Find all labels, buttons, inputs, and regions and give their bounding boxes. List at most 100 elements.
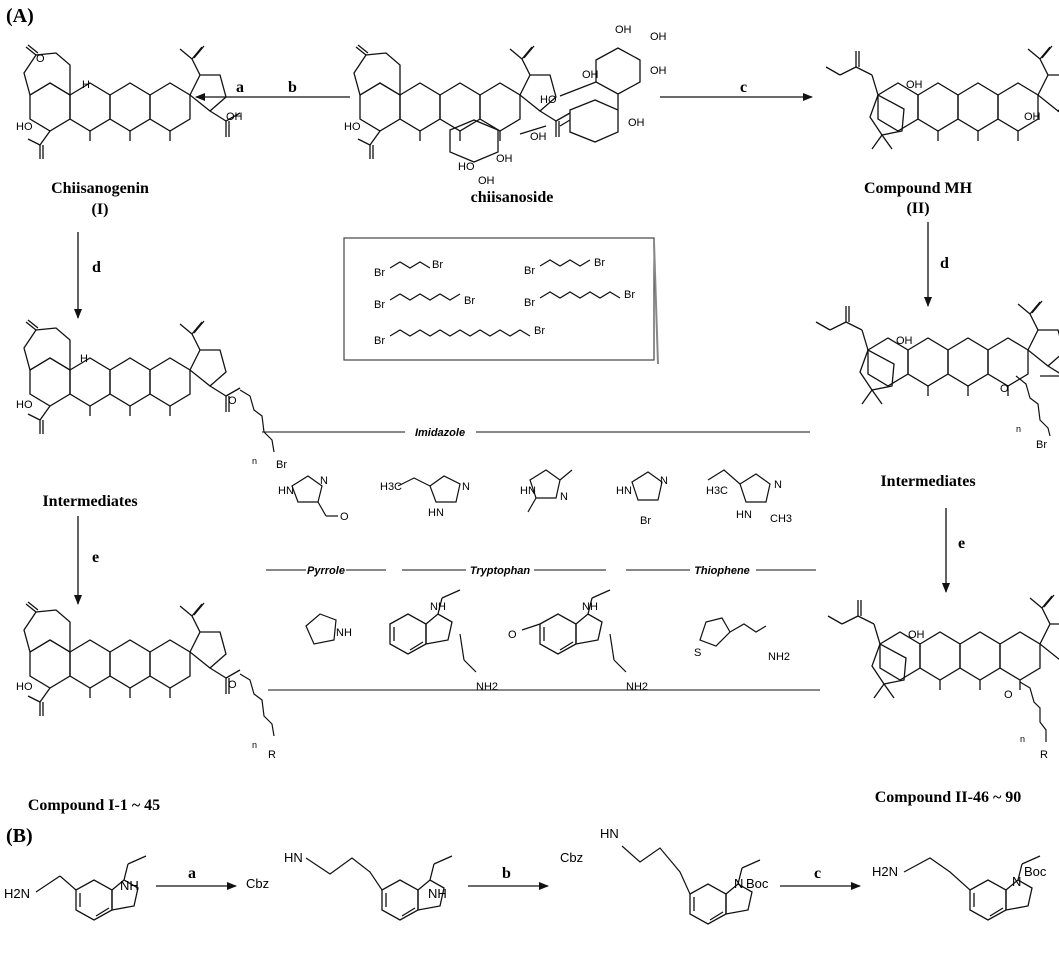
methoxy-bond (521, 623, 541, 631)
oh-s1: OH (615, 24, 632, 36)
oh-compound-ii: OH (908, 629, 925, 641)
linker-3-br-left: Br (374, 299, 385, 311)
h-label-1: H (82, 79, 90, 91)
imid4-hn: HN (616, 485, 632, 497)
linker-chains (389, 259, 621, 337)
ester-o-compound-ii: O (1004, 689, 1013, 701)
b2-nh: NH (428, 886, 447, 901)
b3-cbz: Cbz (560, 850, 583, 865)
b-cbz-boc-tryptamine (689, 859, 761, 925)
intermediates-left-label: Intermediates (42, 493, 137, 510)
b4-chain (903, 857, 971, 891)
oh-s3: OH (650, 65, 667, 77)
imid1-o: O (340, 511, 349, 523)
pyrrolidine-structure (305, 613, 337, 645)
linker-3-br-right: Br (464, 295, 475, 307)
reagent-d-right: d (940, 255, 949, 272)
oh-mh: OH (906, 79, 923, 91)
imid2-h3c: H3C (380, 481, 402, 493)
panel-b-label: (B) (6, 825, 33, 847)
oh-s6: OH (628, 117, 645, 129)
intermediate-left-structure (23, 319, 241, 435)
b3-n: N (734, 876, 743, 891)
panel-a-label: (A) (6, 5, 34, 27)
linker-1-br-left: Br (374, 267, 385, 279)
br-right-1: Br (1036, 439, 1047, 451)
compound-mh-structure (825, 45, 1059, 150)
ester-o-right-1: O (1000, 383, 1009, 395)
oh-s10: OH (478, 175, 495, 187)
b1-h2n: H2N (4, 886, 30, 901)
b1-chain-2 (59, 875, 77, 891)
b3-chain (621, 845, 691, 895)
reagent-b-label: b (288, 79, 297, 96)
tryptamine-nh: NH (430, 601, 446, 613)
oh-mh-acid: OH (1024, 111, 1041, 123)
b4-n: N (1012, 874, 1021, 889)
compound-i-label: Compound I-1 ~ 45 (28, 797, 160, 814)
chiisanogenin-number: (I) (92, 201, 109, 218)
imid5-ch3: CH3 (770, 513, 792, 525)
oh-label-1: OH (226, 111, 243, 123)
imid1-hn: HN (278, 485, 294, 497)
b3-hn: HN (600, 826, 619, 841)
n-compound-ii: n (1020, 734, 1025, 744)
oh-s2: OH (650, 31, 667, 43)
compound-ii-chain (1019, 681, 1047, 742)
thiophene-structure (699, 617, 767, 647)
intermediates-right-label: Intermediates (880, 473, 975, 490)
methoxytryptamine-nh2: NH2 (626, 681, 648, 693)
b4-boc: Boc (1024, 864, 1047, 879)
intermediate-right-structure (815, 300, 1059, 405)
ho-label-1: HO (16, 121, 33, 133)
methoxytryptamine-structure (539, 589, 611, 655)
compound-mh-number: (II) (906, 200, 929, 217)
linker-5-br-left: Br (374, 335, 385, 347)
reagent-d-left: d (92, 259, 101, 276)
chiisanoside-label: chiisanoside (471, 189, 554, 206)
chiisanogenin-label: Chiisanogenin (51, 180, 149, 197)
ester-o-compound-i: O (228, 679, 237, 691)
b-reagent-c: c (814, 865, 821, 882)
tryptamine-nh2: NH2 (476, 681, 498, 693)
pyrrole-heading: Pyrrole (307, 565, 345, 577)
reagent-e-left: e (92, 549, 99, 566)
thiophene-nh2: NH2 (768, 651, 790, 663)
chiisanogenin-structure (23, 44, 241, 160)
pyrrolidine-nh: NH (336, 627, 352, 639)
linker-4-br-right: Br (624, 289, 635, 301)
intermediate-right-chain (1015, 375, 1059, 437)
imid2-n: N (462, 481, 470, 493)
lactone-o-label: O (36, 53, 45, 65)
n-left-1: n (252, 456, 257, 466)
b2-hn: HN (284, 850, 303, 865)
br-left-1: Br (276, 459, 287, 471)
imid4-n: N (660, 475, 668, 487)
b3-boc: Boc (746, 876, 769, 891)
imidazole-heading: Imidazole (415, 427, 465, 439)
methoxytryptamine-nh: NH (582, 601, 598, 613)
methoxytryptamine-chain-2 (613, 659, 627, 673)
b2-cbz: Cbz (246, 876, 269, 891)
tryptamine-structure (389, 589, 461, 655)
imid1-n: N (320, 475, 328, 487)
oh-right-int: OH (896, 335, 913, 347)
tryptophan-heading: Tryptophan (470, 565, 531, 577)
b-reagent-b: b (502, 865, 511, 882)
b1-chain (35, 875, 61, 893)
n-right-1: n (1016, 424, 1021, 434)
linker-2-br-left: Br (524, 265, 535, 277)
b-reagent-a: a (188, 865, 196, 882)
sugar-chain (449, 47, 641, 163)
imid5-hn: HN (736, 509, 752, 521)
methoxytryptamine-chain-1 (609, 633, 615, 661)
imid4-br: Br (640, 515, 651, 527)
ho-compound-i: HO (16, 681, 33, 693)
oh-s4: OH (582, 69, 599, 81)
imid5-h3c: H3C (706, 485, 728, 497)
r-compound-ii: R (1040, 749, 1048, 761)
compound-mh-label: Compound MH (864, 180, 973, 197)
oh-s7: OH (530, 131, 547, 143)
imid3-n: N (560, 491, 568, 503)
